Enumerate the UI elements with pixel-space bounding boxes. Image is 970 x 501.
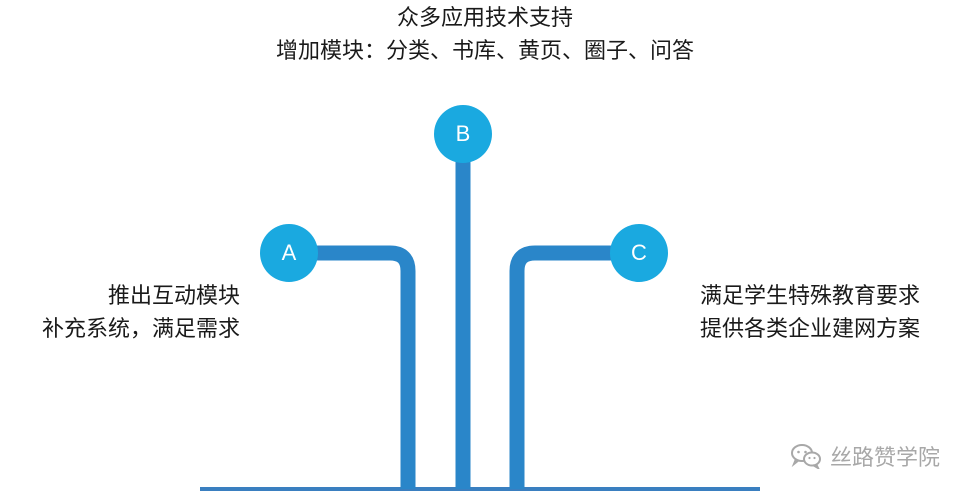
watermark-text: 丝路赞学院 (830, 446, 941, 471)
wechat-icon (791, 444, 821, 469)
watermark: 丝路赞学院 (790, 440, 940, 472)
top-description-line-1: 众多应用技术支持 (396, 6, 573, 31)
left-description: 推出互动模块 补充系统，满足需求 (42, 280, 240, 346)
node-b: B (434, 105, 492, 163)
stem-a (289, 245, 416, 489)
left-description-line-1: 推出互动模块 (107, 284, 240, 309)
right-description: 满足学生特殊教育要求 提供各类企业建网方案 (700, 280, 920, 346)
node-c: C (610, 224, 668, 282)
top-description: 众多应用技术支持 增加模块：分类、书库、黄页、圈子、问答 (0, 2, 970, 68)
stem-c (509, 245, 639, 489)
right-description-line-2: 提供各类企业建网方案 (700, 317, 921, 342)
top-description-line-2: 增加模块：分类、书库、黄页、圈子、问答 (275, 39, 694, 64)
right-description-line-1: 满足学生特殊教育要求 (700, 284, 921, 309)
left-description-line-2: 补充系统，满足需求 (41, 317, 240, 342)
node-a: A (260, 224, 318, 282)
